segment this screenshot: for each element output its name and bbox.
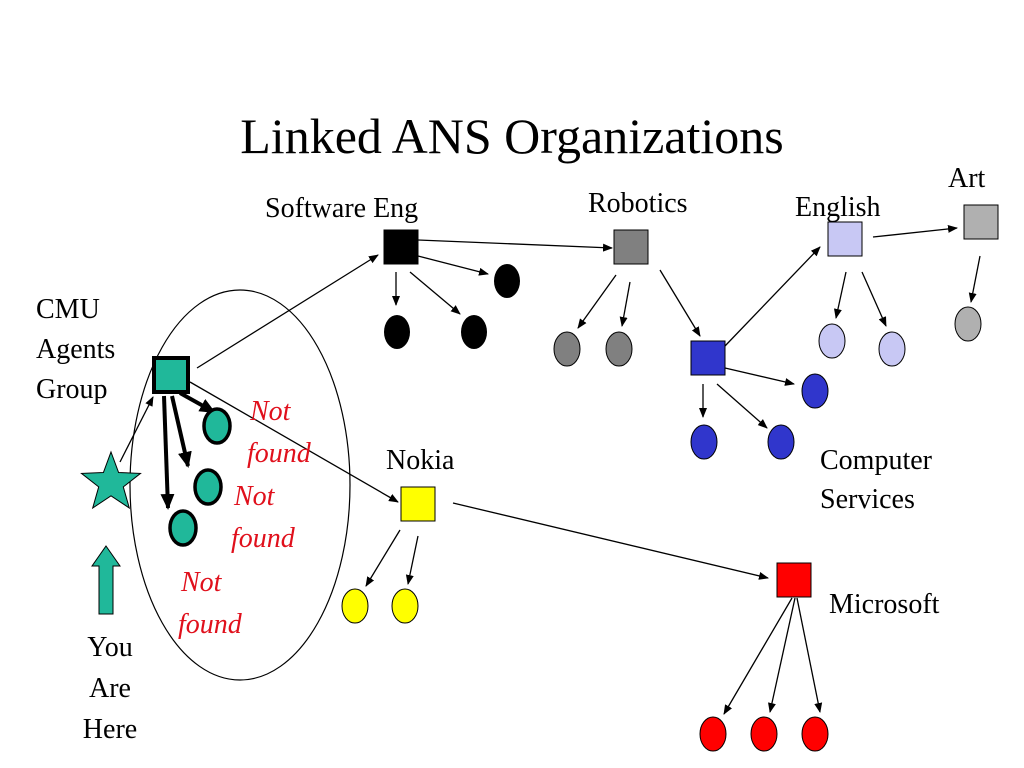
nokia-child-1 <box>341 588 369 624</box>
edge-microsoft-child-2 <box>768 597 796 713</box>
software-child-right <box>494 264 520 298</box>
microsoft-child-3 <box>801 716 829 752</box>
edge-computer-english <box>724 246 821 347</box>
up-arrow-icon <box>91 545 121 615</box>
edge-english-child-1 <box>834 271 847 319</box>
edge-english-child-2 <box>861 271 887 327</box>
edge-robotics-child-1 <box>577 274 617 329</box>
microsoft-node <box>776 562 812 598</box>
microsoft-child-2 <box>750 716 778 752</box>
computer-services-label-line-1: Computer <box>820 445 933 476</box>
edge-nokia-child-1 <box>365 529 401 587</box>
english-node <box>827 221 863 257</box>
edge-software-child-right <box>417 255 489 276</box>
not-found-1-line-2: found <box>247 438 312 469</box>
computer-services-label-line-2: Services <box>820 484 915 515</box>
computer-child-diag <box>767 424 795 460</box>
robotics-node <box>613 229 649 265</box>
cmu-label-line-2: Agents <box>36 334 115 365</box>
cmu-node <box>152 356 190 394</box>
robotics-child-1 <box>553 331 581 367</box>
nokia-label: Nokia <box>386 445 455 476</box>
not-found-2-line-1: Not <box>233 481 276 512</box>
microsoft-child-1 <box>699 716 727 752</box>
edge-cmu-nokia <box>189 381 399 503</box>
edge-star-cmu <box>119 396 154 463</box>
you-label-line-1: You <box>87 632 132 663</box>
edge-robotics-child-2 <box>619 281 631 327</box>
edge-software-child-diag <box>409 271 461 315</box>
page-title: Linked ANS Organizations <box>240 108 783 164</box>
software-child-diag <box>461 315 487 349</box>
edge-cmu-agent-2 <box>170 395 192 468</box>
not-found-3-line-2: found <box>178 609 243 640</box>
edge-robotics-computer <box>659 269 701 337</box>
edge-english-art <box>872 224 958 238</box>
computer-services-node <box>690 340 726 376</box>
edge-microsoft-child-3 <box>796 597 823 713</box>
cmu-agent-2 <box>193 468 223 506</box>
microsoft-label: Microsoft <box>829 589 940 620</box>
not-found-3-line-1: Not <box>180 567 223 598</box>
computer-child-down <box>690 424 718 460</box>
art-child <box>954 306 982 342</box>
you-are-here-star-icon <box>80 450 142 510</box>
cmu-label-line-3: Group <box>36 374 108 405</box>
edges <box>119 224 981 715</box>
cmu-group-ellipse <box>129 289 351 681</box>
english-label: English <box>795 192 881 223</box>
robotics-child-2 <box>605 331 633 367</box>
you-label-line-3: Here <box>83 714 137 745</box>
edge-software-robotics <box>417 239 613 252</box>
edge-cmu-agent-1 <box>179 391 216 414</box>
not-found-2-line-2: found <box>231 523 296 554</box>
edge-art-child <box>968 255 981 303</box>
edge-computer-child-right <box>724 367 795 386</box>
cmu-agent-3 <box>168 509 198 547</box>
edge-nokia-child-2 <box>405 535 419 585</box>
cmu-label-line-1: CMU <box>36 294 100 325</box>
not-found-1-line-1: Not <box>249 396 292 427</box>
edge-microsoft-child-1 <box>723 597 793 715</box>
cmu-agent-1 <box>202 407 232 445</box>
software-child-down <box>384 315 410 349</box>
you-label-line-2: Are <box>89 673 131 704</box>
nokia-child-2 <box>391 588 419 624</box>
software-eng-label: Software Eng <box>265 193 418 224</box>
robotics-label: Robotics <box>588 188 688 219</box>
edge-nokia-microsoft <box>452 502 769 580</box>
english-child-2 <box>878 331 906 367</box>
edge-computer-child-diag <box>716 383 768 429</box>
computer-child-right <box>801 373 829 409</box>
english-child-1 <box>818 323 846 359</box>
art-label: Art <box>948 163 986 194</box>
software-eng-node <box>383 229 419 265</box>
edge-cmu-agent-3 <box>160 395 175 510</box>
nokia-node <box>400 486 436 522</box>
art-node <box>963 204 999 240</box>
cmu-local-edges <box>160 391 216 510</box>
edge-cmu-software <box>196 254 379 369</box>
